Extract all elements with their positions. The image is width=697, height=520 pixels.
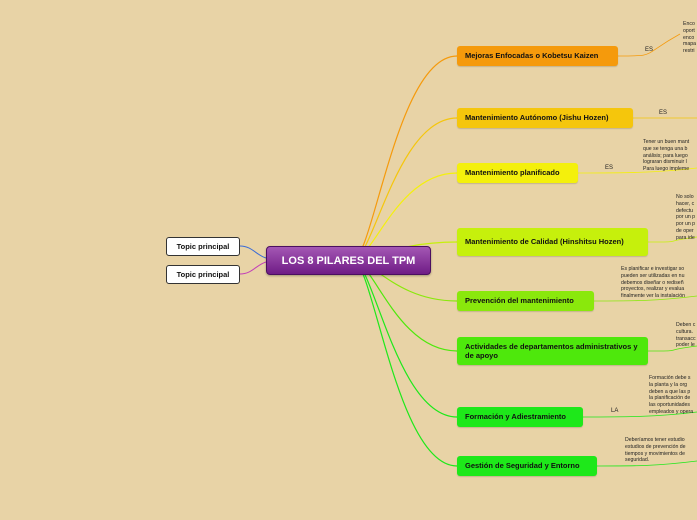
topic-principal-1[interactable]: Topic principal: [166, 237, 240, 256]
branch-description: Enco oport enco mapa restri: [683, 21, 696, 54]
sub-connector: [593, 295, 697, 302]
branch-description: Tener un buen mant que se tenga una b an…: [643, 139, 690, 172]
branch-mantenimiento-calidad[interactable]: Mantenimiento de Calidad (Hinshitsu Hoze…: [457, 228, 648, 256]
branch-prevencion-mantenimiento[interactable]: Prevención del mantenimiento: [457, 291, 594, 311]
branch-description: Deben c cultura. transacc poder le: [676, 322, 696, 349]
topic-connector: [239, 245, 267, 259]
branch-connector: [352, 259, 458, 418]
sub-connector: [596, 460, 697, 467]
connector-label: ES: [605, 165, 614, 171]
branch-label: Mantenimiento Autónomo (Jishu Hozen): [465, 113, 609, 123]
connector-label: LA: [611, 408, 619, 414]
branch-formacion-adiestramiento[interactable]: Formación y Adiestramiento: [457, 407, 583, 427]
branch-mantenimiento-planificado[interactable]: Mantenimiento planificado: [457, 163, 578, 183]
branch-label: Formación y Adiestramiento: [465, 412, 566, 422]
sub-connector: [647, 345, 697, 352]
branch-description: No solo hacer, c defectu por un p por un…: [676, 194, 696, 241]
branch-label: Mejoras Enfocadas o Kobetsu Kaizen: [465, 51, 599, 61]
sub-connector: [647, 236, 697, 243]
branch-connector: [352, 259, 458, 467]
topic-connector: [239, 261, 267, 275]
branch-actividades-administrativos[interactable]: Actividades de departamentos administrat…: [457, 337, 648, 365]
branch-label: Prevención del mantenimiento: [465, 296, 574, 306]
branch-label: Mantenimiento de Calidad (Hinshitsu Hoze…: [465, 237, 624, 247]
connector-label: ES: [645, 47, 654, 53]
branch-description: Formación debe s la planta y la org debe…: [649, 375, 694, 415]
branch-description: Es planificar e investigar so pueden ser…: [621, 266, 686, 299]
branch-description: Deberíamos tener estudio estudios de pre…: [625, 437, 686, 464]
branch-connector: [352, 117, 458, 261]
branch-connector: [352, 55, 458, 261]
central-topic[interactable]: LOS 8 PILARES DEL TPM: [266, 246, 431, 275]
branch-mantenimiento-autonomo[interactable]: Mantenimiento Autónomo (Jishu Hozen): [457, 108, 633, 128]
sub-connector: [582, 411, 697, 418]
branch-label: Actividades de departamentos administrat…: [465, 341, 638, 360]
branch-mejoras-enfocadas[interactable]: Mejoras Enfocadas o Kobetsu Kaizen: [457, 46, 618, 66]
sub-connector: [617, 33, 681, 57]
connector-label: ES: [659, 110, 668, 116]
sub-connector: [577, 167, 697, 174]
branch-label: Mantenimiento planificado: [465, 168, 560, 178]
branch-gestion-seguridad[interactable]: Gestión de Seguridad y Entorno: [457, 456, 597, 476]
topic-principal-2[interactable]: Topic principal: [166, 265, 240, 284]
branch-label: Gestión de Seguridad y Entorno: [465, 461, 580, 471]
